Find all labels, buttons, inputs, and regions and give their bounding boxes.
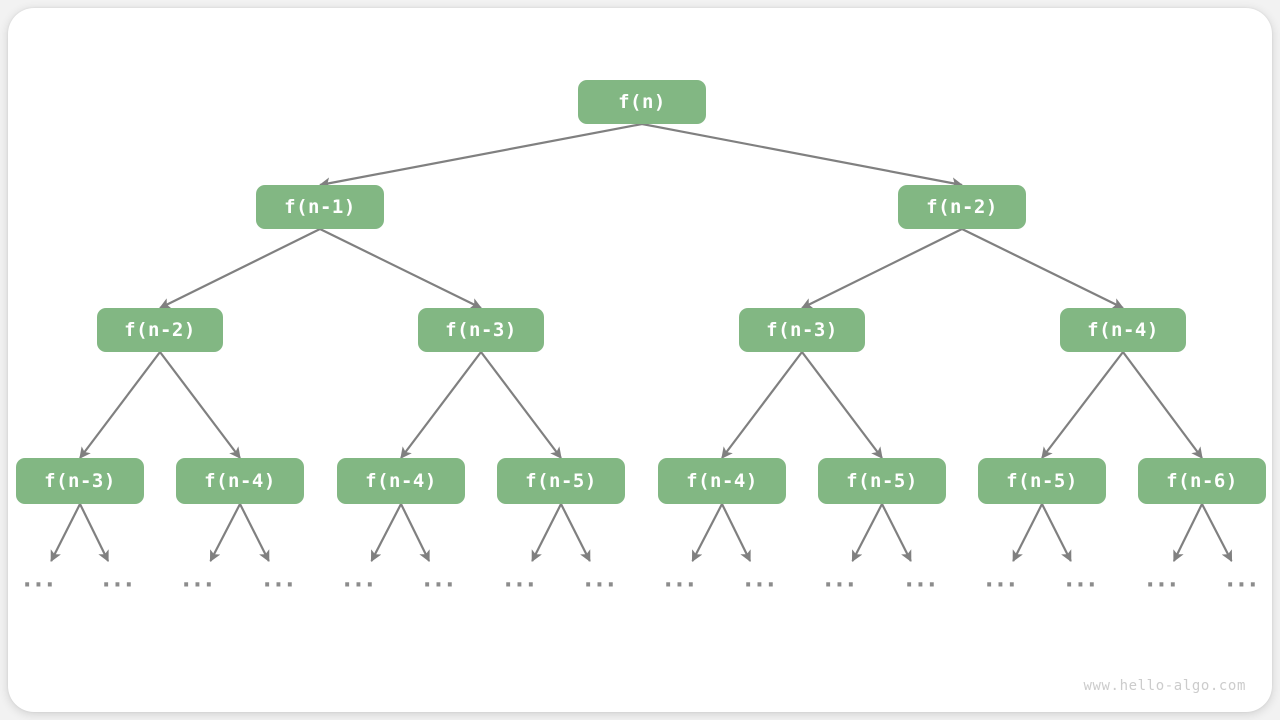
tree-node: f(n-3) xyxy=(16,458,144,504)
ellipsis-marker: ··· xyxy=(342,573,378,598)
tree-node: f(n-3) xyxy=(418,308,544,352)
tree-node: f(n-5) xyxy=(978,458,1106,504)
tree-node: f(n-4) xyxy=(337,458,465,504)
ellipsis-marker: ··· xyxy=(1064,573,1100,598)
ellipsis-marker: ··· xyxy=(1145,573,1181,598)
tree-node: f(n-4) xyxy=(176,458,304,504)
tree-node: f(n-2) xyxy=(97,308,223,352)
ellipsis-marker: ··· xyxy=(1225,573,1261,598)
ellipsis-marker: ··· xyxy=(583,573,619,598)
ellipsis-marker: ··· xyxy=(663,573,699,598)
ellipsis-marker: ··· xyxy=(101,573,137,598)
tree-node: f(n-1) xyxy=(256,185,384,229)
tree-node: f(n-4) xyxy=(658,458,786,504)
ellipsis-marker: ··· xyxy=(181,573,217,598)
ellipsis-marker: ··· xyxy=(743,573,779,598)
ellipsis-marker: ··· xyxy=(422,573,458,598)
tree-node: f(n-2) xyxy=(898,185,1026,229)
ellipsis-marker: ··· xyxy=(22,573,58,598)
ellipsis-marker: ··· xyxy=(503,573,539,598)
tree-node: f(n-6) xyxy=(1138,458,1266,504)
tree-node: f(n-5) xyxy=(497,458,625,504)
ellipsis-marker: ··· xyxy=(823,573,859,598)
watermark-text: www.hello-algo.com xyxy=(1083,678,1246,694)
ellipsis-marker: ··· xyxy=(904,573,940,598)
ellipsis-marker: ··· xyxy=(262,573,298,598)
tree-node: f(n-3) xyxy=(739,308,865,352)
tree-node: f(n-4) xyxy=(1060,308,1186,352)
tree-node: f(n) xyxy=(578,80,706,124)
tree-node: f(n-5) xyxy=(818,458,946,504)
ellipsis-marker: ··· xyxy=(984,573,1020,598)
